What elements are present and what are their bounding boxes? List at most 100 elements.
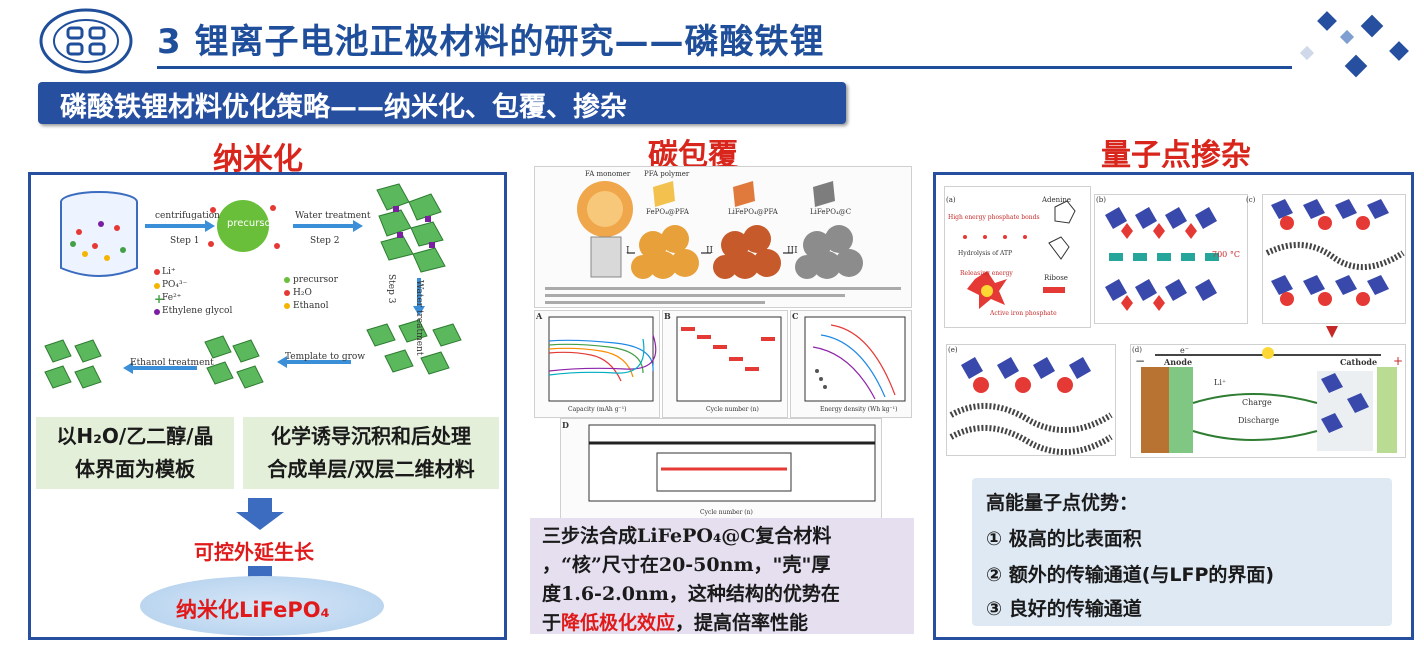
chart-a-voltage (534, 310, 660, 418)
quantum-fig-a (944, 186, 1091, 328)
carbon-synthesis-figure (534, 166, 912, 308)
qd-label-e: (e) (948, 346, 958, 354)
carbon-note: 三步法合成LiFePO₄@C复合材料 ，“核”尺寸在20-50nm，"壳"厚 度… (530, 518, 914, 634)
carbon-note-line4: 于降低极化效应，提高倍率性能 (542, 609, 902, 638)
legend-h2o: H₂O (293, 288, 312, 298)
legend-left: Li⁺ PO₄³⁻ Fe²⁺ Ethylene glycol (162, 266, 232, 318)
chart-b-label: B (664, 311, 671, 321)
advantages-title: 高能量子点优势： (986, 492, 1139, 514)
label-step1: Step 1 (170, 236, 200, 246)
qd-down-arrow (1326, 326, 1338, 338)
university-logo (38, 8, 134, 74)
title-underline (157, 66, 1292, 69)
quantum-fig-e (946, 344, 1116, 456)
chart-c-xlabel: Energy density (Wh kg⁻¹) (820, 406, 898, 413)
banner-text: 磷酸铁锂材料优化策略——纳米化、包覆、掺杂 (60, 92, 627, 123)
svg-text:−: − (1135, 354, 1145, 368)
chart-a-xlabel: Capacity (mAh g⁻¹) (568, 406, 627, 413)
qd-label-hydrolysis: Hydrolysis of ATP (958, 250, 1013, 257)
qd-label-d: (d) (1132, 346, 1142, 354)
growth-text: 可控外延生长 (194, 540, 314, 564)
result-ellipse (140, 576, 384, 636)
nano-note-deposition-line1: 化学诱导沉积和后处理 (271, 424, 471, 448)
result-text: 纳米化LiFePO₄ (176, 598, 330, 622)
legend-fe: Fe²⁺ (162, 293, 182, 303)
quantum-fig-b (1094, 194, 1248, 324)
qd-label-discharge: Discharge (1238, 416, 1280, 425)
qd-label-active-fp: Active iron phosphate (990, 310, 1057, 317)
carbon-note-line2: ，“核”尺寸在20-50nm，"壳"厚 (542, 554, 831, 576)
qd-label-c: (c) (1246, 196, 1256, 204)
label-centrifugation: centrifugation (155, 211, 220, 221)
advantage-2: ② 额外的传输通道(与LFP的界面) (986, 564, 1275, 586)
carbon-note-highlight: 降低极化效应 (561, 612, 676, 634)
label-precursor-center: precursor (227, 218, 275, 229)
nano-section-title: 纳米化 (213, 142, 303, 177)
qd-label-b: (b) (1096, 196, 1106, 204)
legend-eg: Ethylene glycol (162, 306, 233, 316)
svg-text:+: + (1393, 354, 1403, 368)
quantum-advantages-box: 高能量子点优势： ① 极高的比表面积 ② 额外的传输通道(与LFP的界面) ③ … (972, 478, 1392, 626)
carbon-label-pfa: PFA polymer (644, 170, 690, 178)
qd-label-electron: e⁻ (1180, 346, 1189, 355)
strategy-banner: 磷酸铁锂材料优化策略——纳米化、包覆、掺杂 (38, 82, 846, 124)
carbon-note-prefix: 于 (542, 612, 562, 634)
nano-note-deposition-line2: 合成单层/双层二维材料 (267, 457, 475, 481)
qd-label-releasing: Releasing energy (960, 270, 1013, 277)
carbon-label-step-i: I (626, 246, 630, 256)
carbon-label-lifepo4-pfa: LiFePO₄@PFA (728, 208, 778, 216)
legend-precursor: precursor (293, 275, 338, 285)
chart-c-label: C (792, 311, 799, 321)
nano-note-template-line1: 以H₂O/乙二醇/晶 (56, 424, 214, 448)
chart-d-cycling (560, 418, 882, 520)
label-step3: Step 3 (386, 274, 396, 304)
carbon-label-fepo4: FePO₄@PFA (646, 208, 689, 216)
quantum-section-title: 量子点掺杂 (1101, 138, 1251, 173)
qd-label-charge: Charge (1242, 398, 1272, 407)
qd-label-hep-bonds: High energy phosphate bonds (948, 214, 1040, 221)
nano-note-template: 以H₂O/乙二醇/晶 体界面为模板 (36, 417, 234, 489)
svg-text:+: + (154, 292, 164, 306)
qd-label-cathode: Cathode (1340, 357, 1378, 367)
quantum-fig-c (1262, 194, 1406, 324)
down-arrow-1 (236, 512, 284, 530)
carbon-note-line3: 度1.6-2.0nm，这种结构的优势在 (542, 583, 840, 605)
carbon-label-fa-monomer: FA monomer (585, 170, 631, 178)
qd-label-adenine: Adenine (1042, 196, 1072, 204)
qd-label-li-ion: Li⁺ (1214, 378, 1227, 387)
qd-label-a: (a) (946, 196, 956, 204)
carbon-note-suffix: ，提高倍率性能 (675, 612, 809, 634)
qd-label-ribose: Ribose (1044, 274, 1068, 282)
carbon-label-step-ii: II (706, 246, 714, 256)
advantage-3: ③ 良好的传输通道 (986, 598, 1142, 620)
advantage-1: ① 极高的比表面积 (986, 528, 1142, 550)
label-ethanol-treatment: Ethanol treatment (130, 358, 214, 368)
chart-b-rate (662, 310, 788, 418)
label-step2: Step 2 (310, 236, 340, 246)
nano-note-deposition: 化学诱导沉积和后处理 合成单层/双层二维材料 (243, 417, 499, 489)
label-water-treatment: Water treatment (295, 211, 371, 221)
label-template-to-grow: Template to grow (285, 352, 366, 362)
legend-po4: PO₄³⁻ (162, 280, 188, 290)
label-water-treatment-2: Water treatment (414, 280, 424, 356)
legend-right: precursor H₂O Ethanol (293, 274, 338, 313)
carbon-label-lifepo4-c: LiFePO₄@C (810, 208, 852, 216)
nano-synthesis-figure: + (37, 180, 499, 406)
qd-label-anode: Anode (1164, 357, 1193, 367)
down-arrow-1-stem (248, 498, 272, 512)
chart-a-label: A (536, 311, 543, 321)
chart-d-xlabel: Cycle number (n) (700, 509, 753, 516)
nano-note-template-line2: 体界面为模板 (75, 457, 195, 481)
chart-c-ragone (790, 310, 912, 418)
diamond-decoration (1299, 8, 1418, 78)
chart-b-xlabel: Cycle number (n) (706, 406, 759, 413)
legend-ethanol: Ethanol (293, 301, 329, 311)
page-title: 3 锂离子电池正极材料的研究——磷酸铁锂 (157, 22, 825, 62)
legend-li: Li⁺ (162, 267, 176, 277)
carbon-note-line1: 三步法合成LiFePO₄@C复合材料 (542, 525, 832, 547)
qd-label-700c: 700 °C (1212, 250, 1240, 259)
down-arrow-2-stem (248, 566, 272, 578)
quantum-fig-d-battery: − + (1130, 344, 1406, 458)
carbon-label-step-iii: III (787, 246, 798, 256)
chart-d-label: D (562, 420, 569, 430)
